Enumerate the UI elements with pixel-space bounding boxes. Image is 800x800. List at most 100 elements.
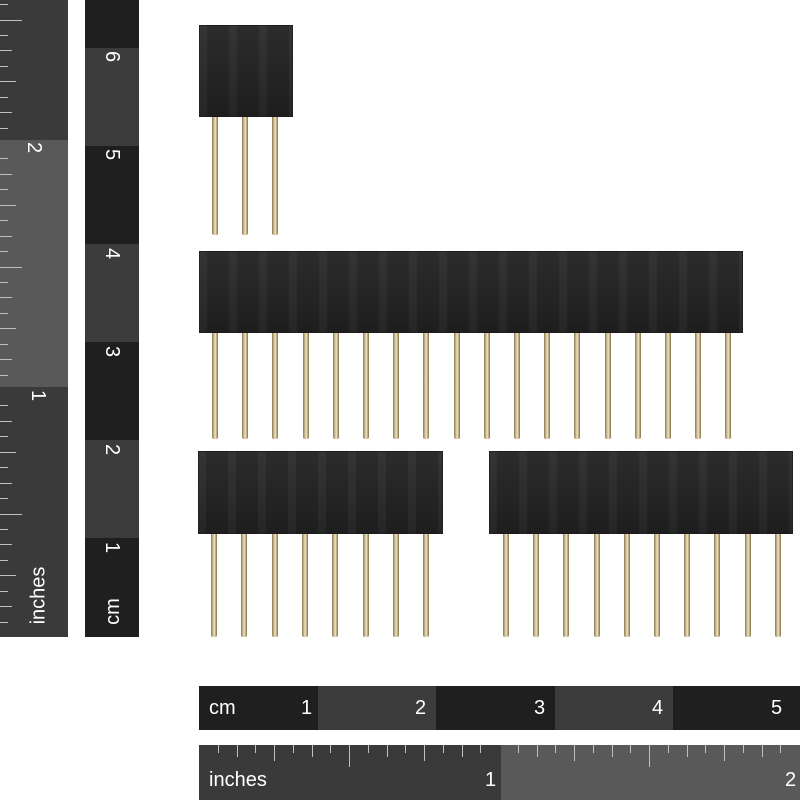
ruler-tick <box>0 235 12 237</box>
ruler-unit-label: inches <box>27 566 50 625</box>
ruler-tick <box>649 745 650 767</box>
ruler-tick <box>274 745 275 761</box>
header-pin <box>604 333 611 439</box>
ruler-tick <box>0 528 8 530</box>
header-pin <box>483 333 490 439</box>
ruler-tick <box>574 745 575 761</box>
ruler-tick <box>405 745 407 753</box>
ruler-segment <box>199 686 318 730</box>
ruler-label: 1 <box>101 541 124 554</box>
header-pin <box>272 117 278 235</box>
header-body <box>489 451 793 534</box>
header-pin <box>301 534 308 637</box>
header-pin <box>363 333 369 439</box>
ruler-tick <box>0 65 8 67</box>
header-pin <box>302 333 309 439</box>
ruler-tick <box>0 204 16 206</box>
ruler-unit-label: cm <box>101 598 124 625</box>
header-pin <box>593 534 600 637</box>
header-pin <box>272 333 279 439</box>
ruler-tick <box>0 34 8 36</box>
header-8-pin <box>198 451 443 637</box>
ruler-segment <box>85 0 139 48</box>
ruler-tick <box>0 328 16 330</box>
ruler-label: 5 <box>101 148 124 161</box>
cm-ruler-horizontal: cm 1 2 3 4 5 <box>199 686 800 730</box>
ruler-segment <box>436 686 555 730</box>
ruler-tick <box>0 81 16 83</box>
ruler-tick <box>705 745 707 753</box>
ruler-tick <box>217 745 219 753</box>
ruler-tick <box>0 173 12 175</box>
header-pin <box>393 333 400 439</box>
header-pin <box>212 333 218 439</box>
ruler-tick <box>0 482 12 484</box>
cm-ruler-vertical: 6 5 4 3 2 1 cm <box>85 0 139 637</box>
ruler-label: 3 <box>101 345 124 358</box>
inch-ruler-vertical: 2 1 inches <box>0 0 68 637</box>
header-pin <box>332 333 339 439</box>
ruler-tick <box>0 467 8 469</box>
ruler-tick <box>330 745 332 753</box>
header-pin <box>574 333 581 439</box>
header-pin <box>423 534 430 637</box>
ruler-tick <box>667 745 669 753</box>
ruler-label: 5 <box>771 697 783 719</box>
ruler-tick <box>517 745 519 753</box>
ruler-tick <box>630 745 632 753</box>
ruler-label: 6 <box>101 50 124 63</box>
ruler-tick <box>0 4 8 6</box>
ruler-label: 4 <box>101 247 124 260</box>
ruler-segment <box>673 686 800 730</box>
header-pin <box>714 534 721 637</box>
ruler-tick <box>311 745 313 757</box>
ruler-segment <box>318 686 436 730</box>
header-pin <box>533 534 540 637</box>
header-pin <box>725 333 732 439</box>
header-pin <box>453 333 460 439</box>
ruler-tick <box>780 745 782 753</box>
ruler-tick <box>0 96 8 98</box>
header-body <box>199 25 293 117</box>
ruler-tick <box>0 343 8 345</box>
ruler-tick <box>592 745 594 753</box>
ruler-tick <box>0 251 8 253</box>
inch-ruler-horizontal: inches 1 2 <box>199 745 800 800</box>
ruler-tick <box>0 189 8 191</box>
ruler-tick <box>442 745 444 753</box>
ruler-tick <box>0 575 16 577</box>
header-10-pin <box>489 451 793 637</box>
header-pin <box>242 117 248 235</box>
header-18-pin <box>199 251 743 439</box>
ruler-tick <box>386 745 388 757</box>
header-pin <box>665 333 671 439</box>
ruler-tick <box>0 420 12 422</box>
ruler-tick <box>0 19 22 21</box>
ruler-tick <box>0 112 12 114</box>
ruler-label: 1 <box>301 697 313 719</box>
ruler-label: 2 <box>23 141 46 154</box>
ruler-unit-label: cm <box>209 697 236 719</box>
ruler-segment <box>501 745 800 800</box>
ruler-tick <box>555 745 557 753</box>
ruler-segment <box>85 244 139 342</box>
header-pin <box>503 534 509 637</box>
header-pin <box>654 534 660 637</box>
ruler-label: 2 <box>101 443 124 456</box>
ruler-label: 3 <box>534 697 546 719</box>
ruler-segment <box>199 745 501 800</box>
ruler-segment <box>85 538 139 637</box>
ruler-tick <box>0 559 8 561</box>
ruler-segment <box>85 48 139 146</box>
header-pin <box>744 534 751 637</box>
ruler-tick <box>0 297 12 299</box>
ruler-label: 4 <box>652 697 664 719</box>
ruler-tick <box>0 451 16 453</box>
header-body <box>199 251 743 333</box>
header-3-pin <box>199 25 293 235</box>
ruler-tick <box>0 405 8 407</box>
ruler-tick <box>0 513 22 515</box>
ruler-label: 2 <box>785 769 797 791</box>
header-pin <box>514 333 520 439</box>
ruler-segment <box>85 342 139 440</box>
